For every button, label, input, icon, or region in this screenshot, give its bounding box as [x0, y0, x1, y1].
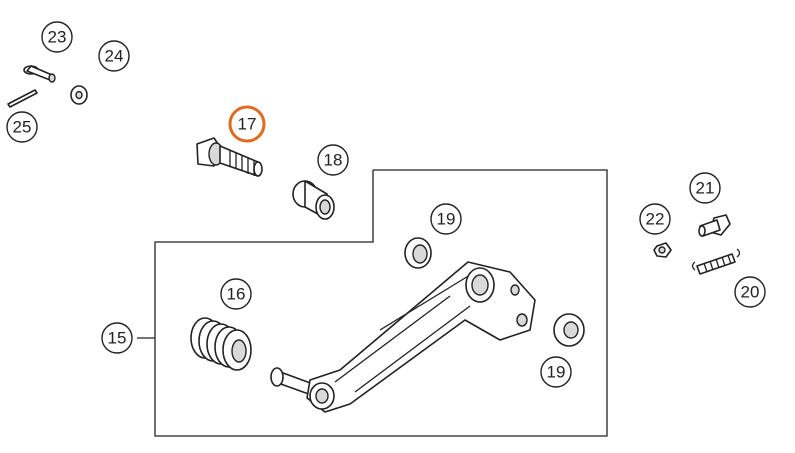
- callout-19-lower: 19: [540, 356, 572, 388]
- bolt-icon: [698, 214, 731, 237]
- washer-icon: [553, 313, 585, 347]
- svg-text:15: 15: [108, 329, 127, 348]
- svg-text:23: 23: [48, 28, 67, 47]
- tension-spring-icon: [691, 248, 741, 275]
- callout-15: 15: [101, 322, 133, 354]
- callout-22: 22: [639, 203, 671, 235]
- callout-20: 20: [734, 276, 766, 308]
- bushing-icon: [292, 180, 335, 220]
- svg-text:20: 20: [741, 283, 760, 302]
- svg-text:21: 21: [696, 179, 715, 198]
- assembly-frame: [154, 169, 608, 437]
- svg-text:19: 19: [437, 210, 456, 229]
- callout-24: 24: [98, 40, 130, 72]
- svg-text:18: 18: [324, 151, 343, 170]
- svg-text:25: 25: [13, 118, 32, 137]
- nut-icon: [653, 242, 672, 258]
- callout-21: 21: [689, 172, 721, 204]
- callout-17: 17: [228, 105, 266, 143]
- callout-25: 25: [6, 111, 38, 143]
- screw-icon: [196, 137, 263, 177]
- svg-text:19: 19: [547, 363, 566, 382]
- callout-18: 18: [317, 144, 349, 176]
- callout-19-upper: 19: [430, 203, 462, 235]
- spring-icon: [190, 317, 252, 371]
- svg-text:17: 17: [238, 115, 257, 134]
- washer-icon: [70, 85, 88, 105]
- pin-icon: [23, 65, 56, 83]
- svg-text:16: 16: [227, 285, 246, 304]
- svg-text:22: 22: [646, 210, 665, 229]
- callout-16: 16: [220, 278, 252, 310]
- callout-23: 23: [41, 21, 73, 53]
- shift-lever-assembly-icon: [270, 261, 536, 413]
- washer-icon: [404, 237, 432, 269]
- cotter-pin-icon: [7, 89, 38, 108]
- svg-text:24: 24: [105, 47, 124, 66]
